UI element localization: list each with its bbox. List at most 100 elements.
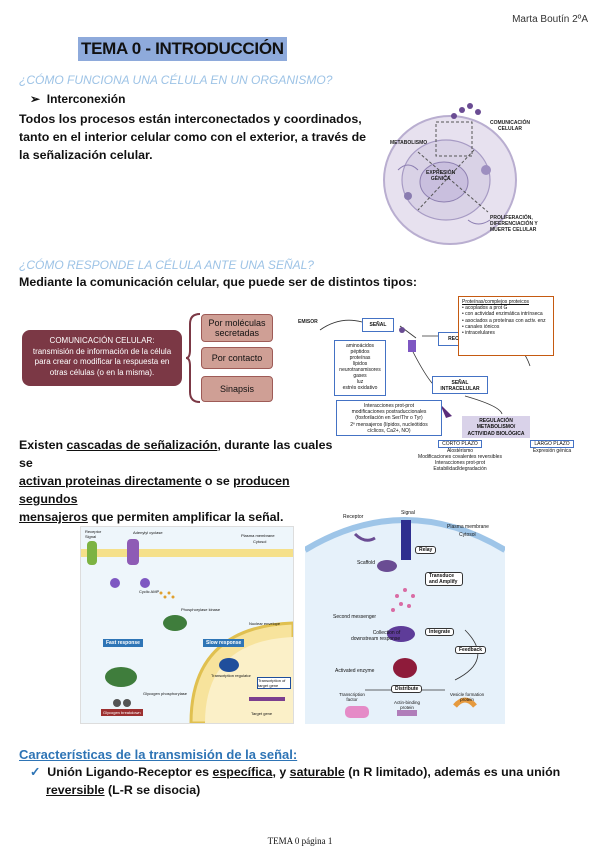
fig-label: Glycogen phosphorylase bbox=[143, 691, 188, 696]
senal-intracelular-label: INTRACELULAR bbox=[440, 386, 480, 392]
interaction-item: 2º mensajeros (lípidos, nucleótidos bbox=[350, 421, 428, 428]
fig-label: Signal bbox=[401, 510, 415, 516]
cell-label: MUERTE CELULAR bbox=[490, 227, 537, 233]
fig-label: Cytosol bbox=[459, 532, 476, 538]
interaction-item: modificaciones postraduccionales bbox=[351, 409, 427, 416]
checkmark-icon: ✓ bbox=[30, 765, 41, 779]
text-run: o se bbox=[201, 474, 234, 488]
page-footer: TEMA 0 página 1 bbox=[267, 836, 333, 846]
molecule-item: aminoácidos bbox=[345, 343, 375, 349]
corto-item: Alostérismo bbox=[446, 448, 474, 454]
slow-response-tag: Slow response bbox=[203, 639, 245, 647]
bullet-label: Interconexión bbox=[46, 92, 126, 106]
signal-cascade-illustration-icon bbox=[305, 517, 505, 724]
regulacion-label: ACTIVIDAD BIOLÓGICA bbox=[467, 430, 525, 437]
cell-label: DIFERENCIACIÓN Y bbox=[490, 221, 538, 227]
cell-label: METABOLISMO bbox=[390, 140, 428, 146]
fig-label: Phosphorylase kinase bbox=[181, 607, 221, 612]
fig-label: Collection of bbox=[372, 630, 401, 636]
comm-definition-box: COMUNICACIÓN CELULAR: transmisión de inf… bbox=[22, 330, 182, 386]
characteristics-paragraph: ✓ Unión Ligando-Receptor es específica, … bbox=[30, 763, 570, 799]
fig-label: Cyclic AMP bbox=[139, 589, 160, 594]
bullet-interconexion: ➢ Interconexión bbox=[30, 92, 125, 106]
protein-item: asociados a proteínas con activ. enz bbox=[465, 317, 546, 324]
fig-label: Receptor bbox=[343, 514, 364, 520]
molecule-item: estrés oxidativo bbox=[342, 385, 378, 391]
text-run: (L-R se disocia) bbox=[104, 783, 201, 797]
senal-intracelular-box: SEÑAL INTRACELULAR bbox=[432, 376, 488, 394]
regulacion-box: REGULACIÓN METABOLISMO/ ACTIVIDAD BIOLÓG… bbox=[462, 416, 530, 438]
protein-item: con actividad enzimática intrínseca bbox=[465, 311, 543, 318]
integrate-tag: Integrate bbox=[425, 628, 455, 636]
corto-item: Interacciones prot-prot bbox=[434, 460, 486, 466]
emisor-label: EMISOR bbox=[298, 319, 318, 325]
regulacion-label: METABOLISMO/ bbox=[476, 424, 516, 431]
fig-left-camp-pathway: Receptor Signal Adenylyl cyclase Plasma … bbox=[80, 526, 294, 724]
arrow-bullet-icon: ➢ bbox=[30, 92, 41, 106]
fig-label: Receptor bbox=[85, 529, 102, 534]
fig-label: Transcription regulator bbox=[211, 673, 251, 678]
corto-plazo-block: CORTO PLAZO Alostérismo Modificaciones c… bbox=[400, 440, 520, 472]
fig-label: Second messenger bbox=[333, 614, 377, 620]
interaction-item: Interacciones prot-prot bbox=[363, 403, 415, 409]
signal-diagram: EMISOR SEÑAL RECEPTOR aminoácidos péptid… bbox=[290, 296, 590, 478]
fig-label: Cytosol bbox=[253, 539, 267, 544]
proteins-box: Proteínas/complejos proteicos • acoplado… bbox=[458, 296, 554, 356]
molecule-item: lípidos bbox=[352, 361, 368, 367]
text-run: , durante las cuales se bbox=[19, 438, 333, 470]
proteins-title: Proteínas/complejos proteicos bbox=[462, 299, 529, 305]
paragraph-line: la señalización celular. bbox=[19, 148, 153, 162]
paragraph-line: Todos los procesos están interconectados… bbox=[19, 112, 362, 126]
fig-label: Target gene bbox=[251, 711, 273, 716]
largo-item: Expresión génica bbox=[532, 448, 572, 454]
fig-right-signal-cascade: Receptor Signal Plasma membrane Cytosol … bbox=[305, 510, 505, 724]
fig-label: Signal bbox=[85, 534, 97, 539]
interaction-item: cíclicos, Ca2+, NO) bbox=[367, 427, 411, 434]
molecules-box: aminoácidos péptidos proteínas lípidos n… bbox=[334, 340, 386, 396]
protein-item: acoplados a prot G bbox=[465, 305, 508, 312]
corto-plazo-label: CORTO PLAZO bbox=[438, 440, 482, 448]
protein-item: canales iónicos bbox=[465, 323, 500, 330]
underlined-term: activan proteinas directamente bbox=[19, 474, 202, 488]
fig-label: Nuclear envelope bbox=[249, 621, 281, 626]
question-heading-2: ¿CÓMO RESPONDE LA CÉLULA ANTE UNA SEÑAL? bbox=[19, 258, 314, 272]
fig-label: downstream response bbox=[351, 636, 401, 642]
largo-plazo-label: LARGO PLAZO bbox=[530, 440, 574, 448]
brace-icon bbox=[186, 313, 201, 403]
corto-item: Estabilidad/degradación bbox=[433, 466, 487, 472]
fig-label: Transcription factor bbox=[339, 692, 365, 702]
fig-label: Transcription of target gene bbox=[257, 677, 291, 689]
text-run: es bbox=[191, 765, 213, 779]
cell-label: GÉNICA bbox=[430, 176, 451, 182]
underlined-term: cascadas de señalización bbox=[66, 438, 218, 452]
cell-label: PROLIFERACIÓN, bbox=[490, 215, 533, 221]
paragraph-line: tanto en el interior celular como con el… bbox=[19, 130, 367, 144]
senal-box: SEÑAL bbox=[362, 318, 394, 332]
molecule-item: péptidos bbox=[350, 349, 370, 355]
relay-tag: Relay bbox=[415, 546, 437, 554]
cell-illustration-icon bbox=[383, 103, 517, 245]
corto-item: Modificaciones covalentes reversibles bbox=[418, 454, 502, 460]
protein-item: intracelulares bbox=[465, 330, 495, 337]
text-run: que permiten amplificar la señal. bbox=[87, 510, 284, 524]
fig-label: Glycogen breakdown bbox=[101, 709, 143, 716]
question-heading-1: ¿CÓMO FUNCIONA UNA CÉLULA EN UN ORGANISM… bbox=[19, 73, 333, 87]
interaction-item: (fosforilación en Ser/Thr o Tyr) bbox=[355, 415, 423, 422]
cascade-paragraph: Existen cascadas de señalización, durant… bbox=[19, 436, 349, 526]
underlined-term: específica bbox=[212, 765, 273, 779]
author-label: Marta Boutín 2ºA bbox=[512, 14, 588, 25]
fig-label: Activated enzyme bbox=[335, 668, 375, 674]
text-run: , y bbox=[272, 765, 290, 779]
molecule-item: neurotransmisores bbox=[339, 367, 381, 373]
underlined-term: saturable bbox=[289, 765, 345, 779]
feedback-tag: Feedback bbox=[455, 646, 487, 654]
type-pill-contacto: Por contacto bbox=[201, 347, 273, 369]
type-pill-sinapsis: Sinapsis bbox=[201, 376, 273, 402]
intro-paragraph: Mediante la comunicación celular, que pu… bbox=[19, 275, 417, 289]
underlined-term: producen segundos bbox=[19, 474, 290, 506]
cell-label: CELULAR bbox=[498, 126, 522, 132]
regulacion-label: REGULACIÓN bbox=[479, 418, 513, 424]
distribute-tag: Distribute bbox=[391, 685, 423, 693]
underlined-term: reversible bbox=[46, 783, 105, 797]
cell-label: EXPRESIÓN bbox=[426, 170, 456, 176]
